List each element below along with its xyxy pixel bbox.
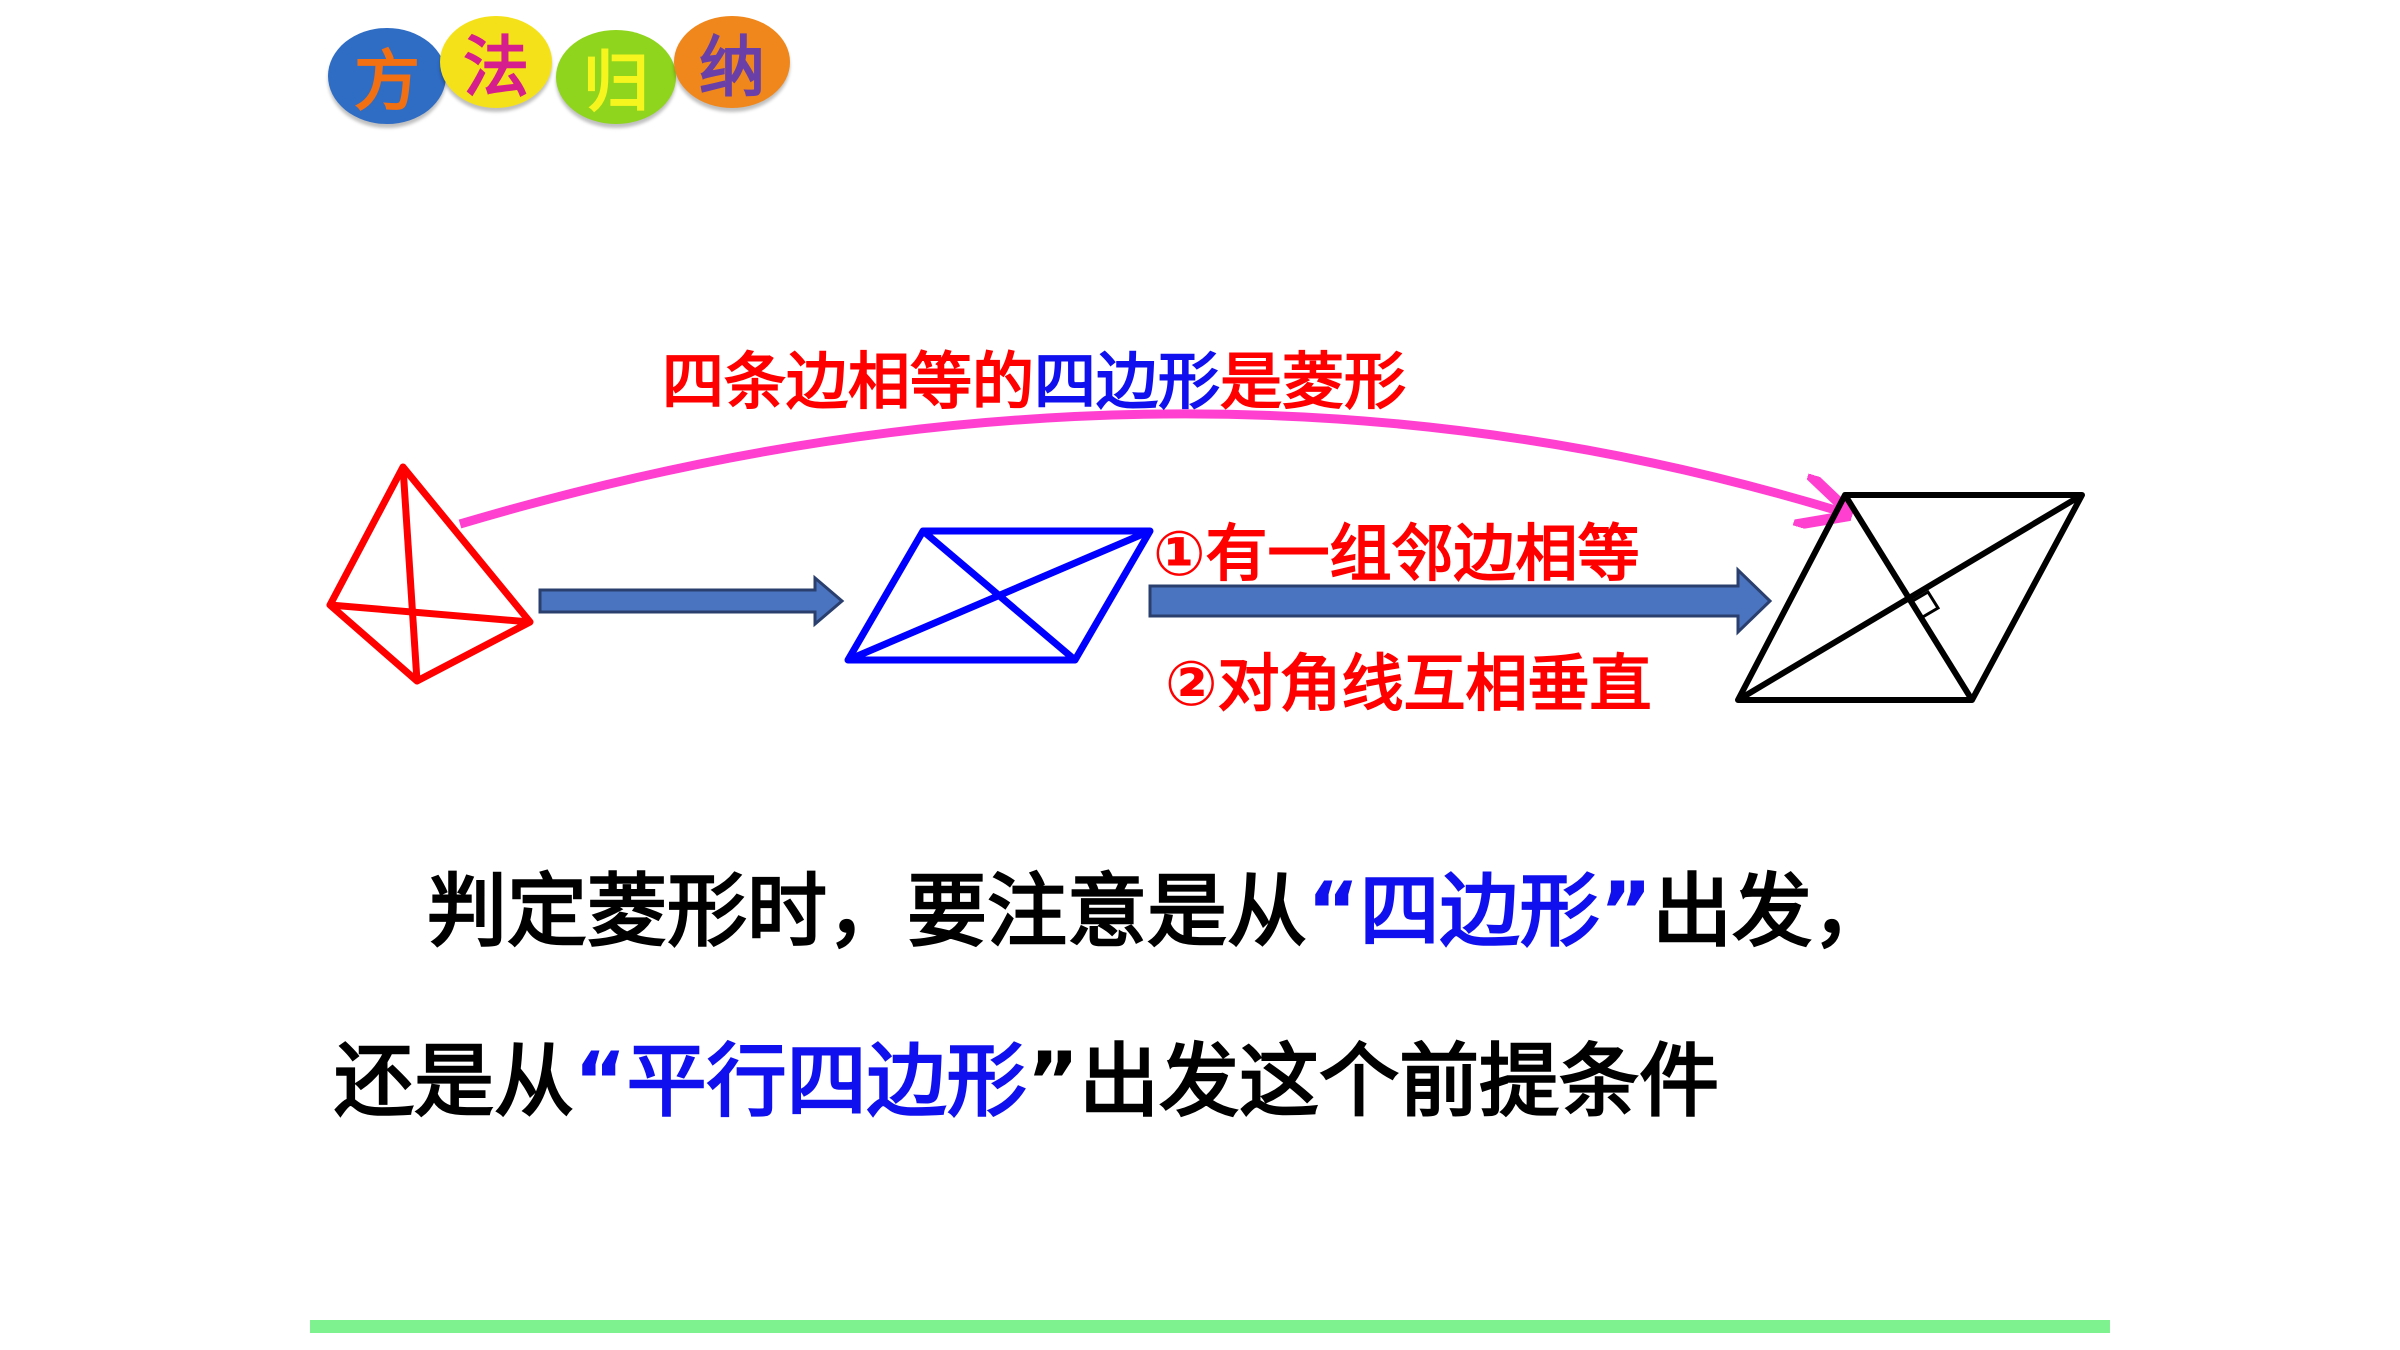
header-badge-na: 纳: [674, 16, 790, 108]
badge-char-fa: 法: [463, 29, 529, 106]
curved-arrow: [458, 409, 1842, 524]
text-line-1-close-quote: ”: [1599, 865, 1653, 958]
top-label-part1: 四条边相等的: [662, 345, 1034, 418]
header-badge-gui: 归: [556, 30, 676, 124]
text-line-1-open-quote: “: [1307, 865, 1360, 958]
block-arrow-1: [538, 574, 845, 628]
text-line-2-close-quote: ”: [1026, 1035, 1080, 1128]
badge-char-fang: 方: [354, 43, 420, 120]
badge-char-na: 纳: [699, 29, 765, 106]
header-badge-fang: 方: [328, 28, 446, 124]
text-line-2-part1: 还是从: [334, 1035, 574, 1128]
top-label-highlight: 四边形: [1034, 345, 1220, 418]
text-line-2-highlight: 平行四边形: [626, 1035, 1027, 1128]
footer-divider: [310, 1320, 2110, 1333]
badge-char-gui: 归: [583, 44, 649, 121]
text-line-1-part2: 出发，: [1652, 865, 1893, 958]
block-arrow-2: [1148, 566, 1773, 636]
condition-2-label: ②对角线互相垂直: [1165, 647, 1652, 720]
text-line-1-part1: 判定菱形时，要注意是从: [427, 865, 1307, 958]
header-badge-fa: 法: [440, 16, 552, 108]
text-line-2-open-quote: “: [574, 1035, 627, 1128]
parallelogram-shape: [844, 527, 1154, 664]
text-line-1: 判定菱形时，要注意是从“四边形”出发，: [427, 872, 1892, 952]
top-label-part3: 是菱形: [1220, 345, 1406, 418]
right-angle-mark: [1908, 589, 1941, 621]
text-line-1-highlight: 四边形: [1359, 865, 1600, 958]
quadrilateral-shape: [326, 463, 534, 685]
text-line-2-part2: 出发这个前提条件: [1079, 1035, 1720, 1128]
condition-1-label: ①有一组邻边相等: [1153, 517, 1640, 590]
text-line-2: 还是从“平行四边形”出发这个前提条件: [334, 1042, 1719, 1122]
rhombus-shape: [1735, 492, 2085, 703]
top-label: 四条边相等的四边形是菱形: [662, 345, 1406, 418]
